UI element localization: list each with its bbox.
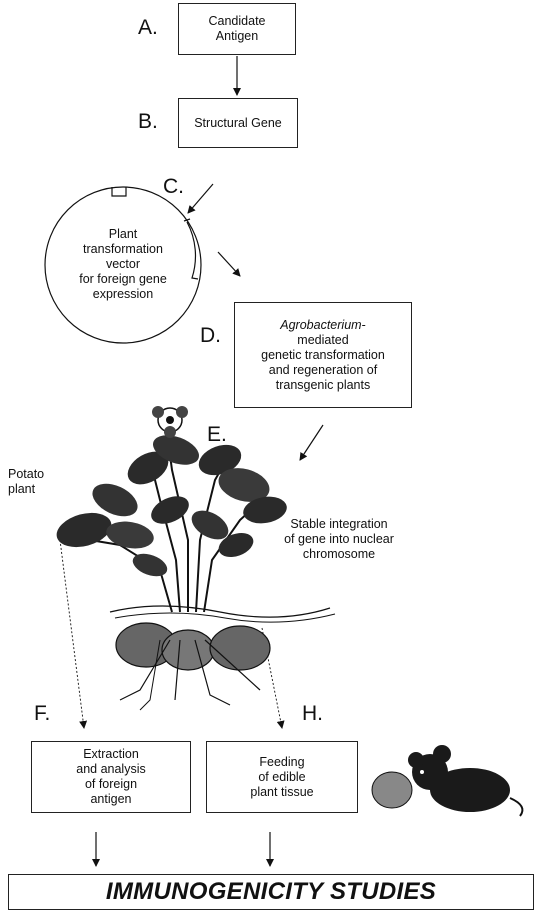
potato-plant-line-2: plant bbox=[8, 482, 44, 497]
integration-line-2: of gene into nuclear bbox=[264, 532, 414, 547]
potato-plant-line-1: Potato bbox=[8, 467, 44, 482]
arrow-d-to-plant bbox=[300, 425, 323, 460]
arrow-plant-to-extraction bbox=[60, 540, 84, 728]
vector-line-3: vector bbox=[53, 257, 193, 272]
integration-line-1: Stable integration bbox=[264, 517, 414, 532]
vector-line-5: expression bbox=[53, 287, 193, 302]
arrow-vector-to-d bbox=[218, 252, 240, 276]
mouse-illustration bbox=[372, 745, 522, 816]
integration-label: Stable integration of gene into nuclear … bbox=[264, 517, 414, 562]
vector-line-2: transformation bbox=[53, 242, 193, 257]
vector-line-1: Plant bbox=[53, 227, 193, 242]
potato-plant-label: Potato plant bbox=[8, 467, 44, 497]
immunogenicity-studies-text: IMMUNOGENICITY STUDIES bbox=[106, 878, 436, 906]
vector-line-4: for foreign gene bbox=[53, 272, 193, 287]
vector-label: Plant transformation vector for foreign … bbox=[53, 227, 193, 302]
immunogenicity-studies-box: IMMUNOGENICITY STUDIES bbox=[8, 874, 534, 910]
integration-line-3: chromosome bbox=[264, 547, 414, 562]
arrow-to-vector bbox=[188, 184, 213, 213]
